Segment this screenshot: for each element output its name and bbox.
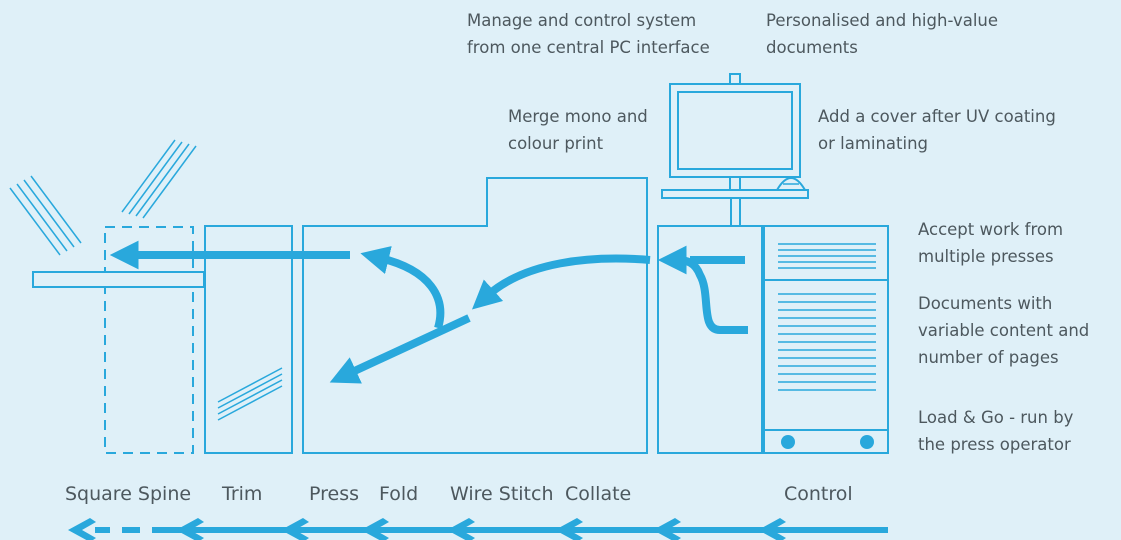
- chevron-left-icon: [68, 518, 96, 540]
- stage-control: Control: [784, 483, 853, 505]
- feature-load: Load & Go - run by the press operator: [918, 408, 1074, 454]
- collate-to-stitch-arrow: [471, 254, 651, 310]
- chevron-left-icon: [758, 518, 786, 540]
- stage-collate: Collate: [565, 483, 632, 505]
- square-spine-unit: [104, 226, 194, 454]
- stage-fold: Fold: [379, 483, 419, 505]
- feature-variable: Documents with variable content and numb…: [918, 294, 1090, 367]
- chevron-left-icon: [555, 518, 583, 540]
- stage-trim: Trim: [222, 483, 263, 505]
- wheel-icon: [860, 435, 874, 449]
- feature-manage: Manage and control system from one centr…: [467, 11, 710, 57]
- fold-to-press-arrow: [329, 314, 471, 384]
- exiting-sheets-upper: [121, 139, 197, 219]
- output-shelf: [32, 271, 205, 288]
- feature-accept: Accept work from multiple presses: [918, 220, 1064, 266]
- main-finishing-unit: [302, 177, 648, 454]
- workstation-post: [730, 197, 741, 227]
- stage-wire-stitch: Wire Stitch: [450, 483, 554, 505]
- control-top-vents: [778, 243, 876, 269]
- stage-press: Press: [309, 483, 360, 505]
- monitor-screen: [677, 91, 793, 170]
- feed-hook-arrow: [657, 245, 748, 334]
- exiting-sheets-left: [9, 175, 82, 256]
- stitch-to-fold-arrow: [360, 246, 445, 330]
- feature-cover: Add a cover after UV coating or laminati…: [818, 107, 1056, 153]
- chevron-left-icon: [176, 518, 204, 540]
- monitor-stand: [729, 176, 741, 191]
- keyboard-shelf: [661, 189, 809, 199]
- trim-sheets: [217, 367, 283, 421]
- feature-merge: Merge mono and colour print: [508, 107, 648, 153]
- trim-unit: [204, 225, 293, 454]
- wheel-icon: [781, 435, 795, 449]
- monitor-antenna: [729, 73, 741, 85]
- chevron-left-icon: [653, 518, 681, 540]
- chevron-left-icon: [281, 518, 309, 540]
- chevron-left-icon: [361, 518, 389, 540]
- mouse-icon: [776, 177, 806, 191]
- process-flow-chevrons: [68, 518, 786, 540]
- monitor-icon: [669, 83, 801, 178]
- control-unit: [763, 225, 889, 454]
- feature-personalised: Personalised and high-value documents: [766, 11, 999, 57]
- control-vents: [778, 293, 876, 391]
- collate-unit: [657, 225, 763, 454]
- stage-square-spine: Square Spine: [65, 483, 192, 505]
- chevron-left-icon: [447, 518, 475, 540]
